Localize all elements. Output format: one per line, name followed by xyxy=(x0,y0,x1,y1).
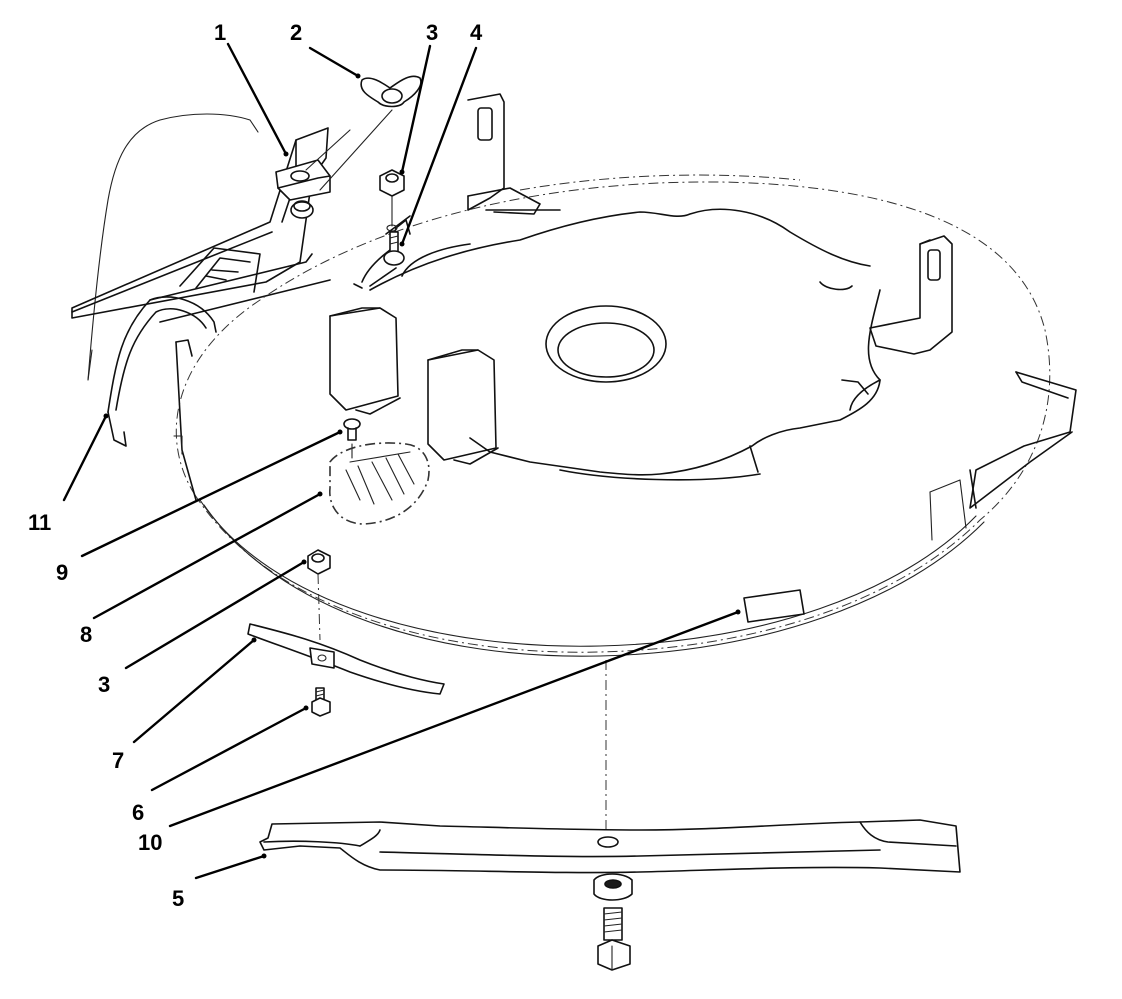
part-7-strip xyxy=(247,623,445,695)
callout-7: 7 xyxy=(112,748,124,773)
callout-8: 8 xyxy=(80,622,92,647)
callout-labels: 1 2 3 4 11 9 8 3 7 6 10 5 xyxy=(28,20,483,911)
part-3-nut-lower xyxy=(307,549,331,641)
callout-3-upper: 3 xyxy=(426,20,438,45)
callout-3-lower: 3 xyxy=(98,672,110,697)
part-4-screw xyxy=(383,231,405,266)
callout-2: 2 xyxy=(290,20,302,45)
callout-5: 5 xyxy=(172,886,184,911)
callout-10: 10 xyxy=(138,830,162,855)
callout-1: 1 xyxy=(214,20,226,45)
callout-9: 9 xyxy=(56,560,68,585)
callout-4: 4 xyxy=(470,20,483,45)
part-10-cover xyxy=(743,589,805,623)
leader-lines xyxy=(62,42,741,880)
part-9-screw xyxy=(343,418,361,459)
part-1-plate xyxy=(275,159,331,219)
part-2-wing-nut xyxy=(305,75,422,191)
callout-11: 11 xyxy=(28,510,51,535)
mower-deck xyxy=(173,93,1077,657)
callout-6: 6 xyxy=(132,800,144,825)
part-5-blade xyxy=(259,660,961,971)
part-6-bolt xyxy=(311,687,331,717)
part-8-baffle xyxy=(329,442,430,525)
part-3-nut-upper xyxy=(379,169,405,232)
